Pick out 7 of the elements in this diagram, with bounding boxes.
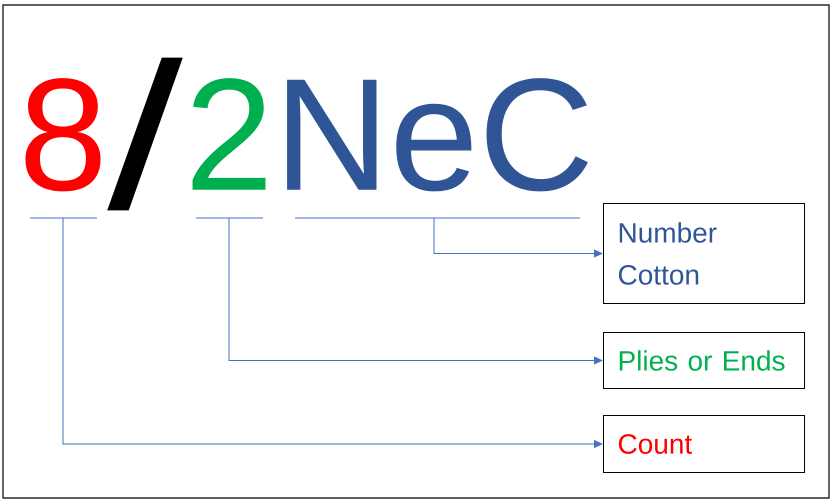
big-numeral: 8 (25, 78, 101, 192)
big-numeral: 2 (192, 78, 266, 190)
big-letters: NeC (287, 78, 588, 192)
label-box: Number Cotton (603, 203, 805, 304)
label-box: Count (603, 415, 805, 473)
slash: / (107, 58, 183, 210)
label-box: Plies or Ends (603, 332, 805, 389)
